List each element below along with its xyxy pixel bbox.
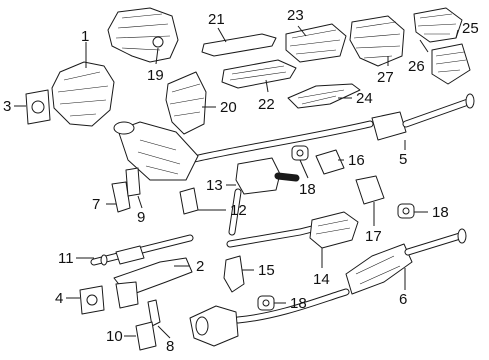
callouts: 1 2 3 4 5 6 7 8 9 10 11 12 13 14 15 16 1… (3, 7, 479, 355)
callout-1: 1 (81, 28, 89, 45)
heat-shield-25 (413, 7, 463, 43)
callout-10: 10 (106, 328, 123, 345)
callout-12: 12 (230, 202, 247, 219)
callout-18-b: 18 (432, 204, 449, 221)
callout-6: 6 (399, 291, 407, 308)
callout-27: 27 (377, 69, 394, 86)
bracket-10 (135, 321, 157, 351)
gasket-4 (79, 285, 105, 315)
isolator-18-a (291, 145, 309, 161)
callout-18-c: 18 (290, 295, 307, 312)
callout-2: 2 (196, 258, 204, 275)
callout-7: 7 (92, 196, 100, 213)
rear-muffler-14 (226, 211, 359, 249)
callout-13: 13 (206, 177, 223, 194)
gasket-3 (25, 89, 51, 125)
exhaust-pipe-5 (113, 93, 475, 181)
callout-17: 17 (365, 228, 382, 245)
bracket-16 (315, 149, 345, 175)
callout-26: 26 (408, 58, 425, 75)
heat-shield-23 (285, 23, 347, 63)
isolator-18-b (397, 203, 415, 219)
heat-shield-20 (165, 71, 207, 135)
tunnel-bracket-22 (221, 59, 297, 89)
callout-25: 25 (462, 20, 479, 37)
callout-11: 11 (58, 250, 74, 267)
callout-23: 23 (287, 7, 304, 24)
bracket-26 (431, 43, 471, 85)
callout-20: 20 (220, 99, 237, 116)
callout-8: 8 (166, 338, 174, 355)
callout-3: 3 (3, 98, 11, 115)
middle-muffler-13 (228, 157, 300, 236)
exhaust-pipe-6 (189, 228, 467, 347)
callout-5: 5 (399, 151, 407, 168)
hanger-7 (111, 181, 131, 213)
hanger-9 (125, 167, 141, 197)
resonator-11 (90, 234, 194, 266)
callout-4: 4 (55, 290, 63, 307)
manifold-shield-1 (51, 61, 115, 127)
callout-24: 24 (356, 90, 373, 107)
callout-21: 21 (208, 11, 225, 28)
hanger-12 (179, 187, 199, 215)
heat-shield-24 (287, 83, 361, 109)
shield-plate-21 (201, 33, 277, 57)
callout-19: 19 (147, 67, 164, 84)
callout-15: 15 (258, 262, 275, 279)
leader-lines (14, 25, 459, 339)
bracket-17 (355, 175, 385, 205)
heat-shield-27 (349, 15, 405, 67)
callout-14: 14 (313, 271, 330, 288)
front-pipe-2 (113, 257, 193, 309)
callout-9: 9 (137, 209, 145, 226)
bracket-15 (223, 255, 245, 293)
bracket-8 (147, 299, 161, 327)
callout-22: 22 (258, 96, 275, 113)
callout-18-a: 18 (299, 181, 316, 198)
callout-16: 16 (348, 152, 365, 169)
isolator-18-c (257, 295, 275, 311)
heat-shield-19 (107, 7, 179, 63)
